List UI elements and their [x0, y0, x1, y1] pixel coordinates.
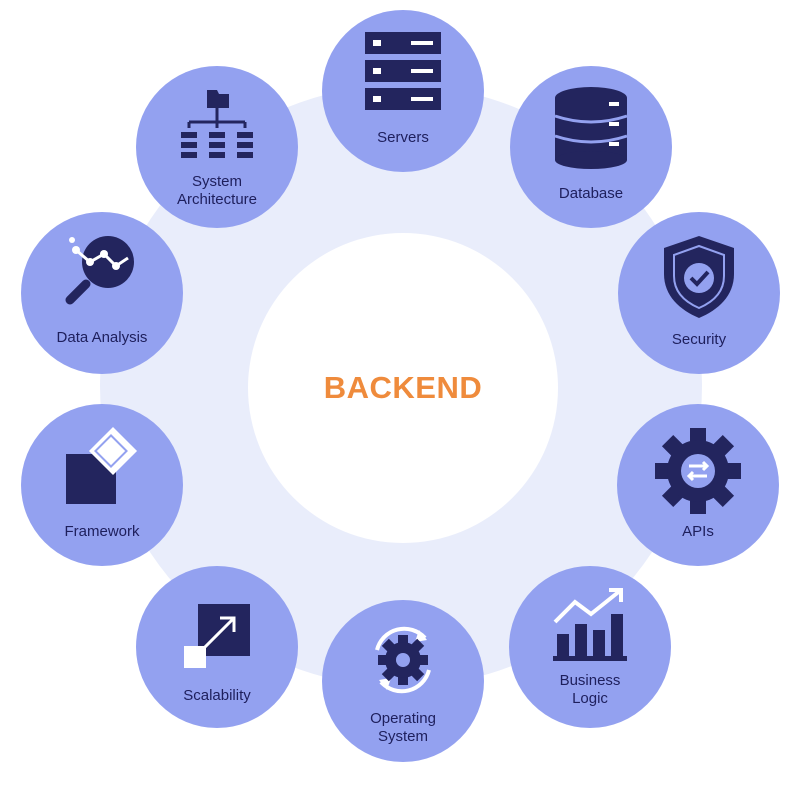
center-title: BACKEND: [323, 370, 483, 405]
center-circle: BACKEND: [248, 233, 558, 543]
node-label-line: Business: [559, 672, 621, 689]
node-label-line: System: [191, 173, 242, 190]
growth-chart-icon: [553, 588, 627, 661]
node-label: Business Logic: [509, 672, 671, 708]
node-label: Scalability: [183, 687, 251, 704]
node-label: Operating System: [322, 710, 484, 746]
node-data-analysis: Data Analysis: [21, 212, 183, 374]
node-business-logic: Business Logic: [509, 566, 671, 728]
node-database: Database: [510, 66, 672, 228]
node-framework: Framework: [21, 404, 183, 566]
node-label: APIs: [682, 523, 714, 540]
node-operating-system: Operating System: [322, 600, 484, 762]
hierarchy-icon: [181, 90, 253, 158]
node-security: Security: [618, 212, 780, 374]
node-label: Security: [671, 331, 727, 348]
node-label: System Architecture: [136, 173, 298, 209]
magnifier-chart-icon: [65, 236, 134, 305]
cog-refresh-icon: [375, 626, 431, 694]
server-rack-icon: [365, 32, 441, 110]
node-label-line: Logic: [572, 690, 608, 707]
database-icon: [554, 87, 628, 169]
node-system-architecture: System Architecture: [136, 66, 298, 228]
node-label: Framework: [64, 523, 140, 540]
node-label: Database: [558, 185, 624, 202]
node-apis: APIs: [617, 404, 779, 566]
shield-check-icon: [664, 236, 734, 318]
node-label: Servers: [377, 129, 429, 146]
scale-arrow-icon: [184, 604, 250, 668]
node-label-line: Operating: [370, 710, 436, 727]
node-scalability: Scalability: [136, 566, 298, 728]
node-servers: Servers: [322, 10, 484, 172]
gear-exchange-icon: [655, 428, 741, 514]
node-label: Data Analysis: [56, 329, 148, 346]
framework-icon: [66, 426, 138, 504]
node-label-line: Architecture: [176, 191, 258, 208]
node-label-line: System: [377, 728, 428, 745]
